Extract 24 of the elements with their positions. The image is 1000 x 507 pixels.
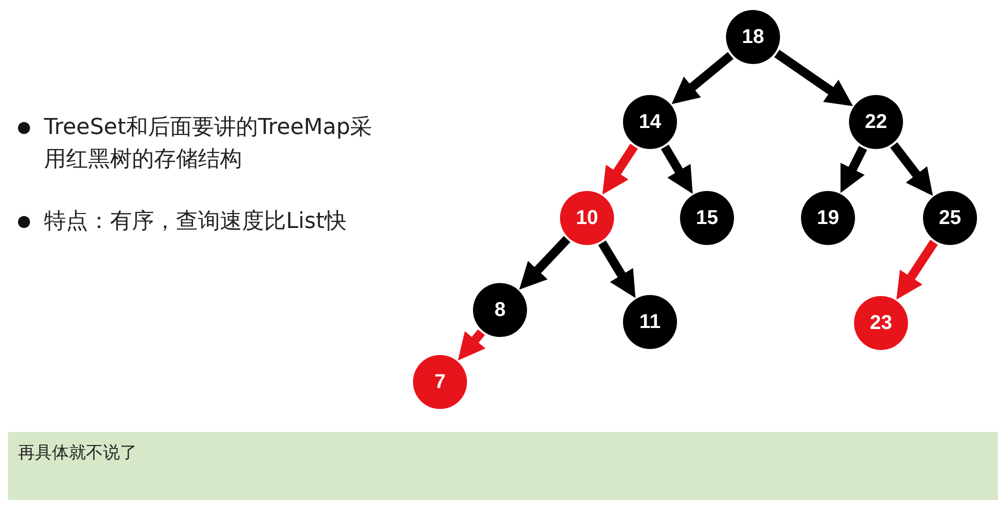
tree-node-circle: 15 xyxy=(680,191,734,245)
arrow xyxy=(519,236,570,290)
tree-node-circle: 18 xyxy=(726,10,780,64)
tree-node-circle: 7 xyxy=(413,355,467,409)
arrow xyxy=(602,144,638,195)
arrow xyxy=(840,146,868,193)
arrow xyxy=(774,50,853,106)
arrow xyxy=(458,329,486,360)
note-text: 再具体就不说了 xyxy=(18,443,137,463)
arrow xyxy=(896,240,938,300)
arrow xyxy=(672,52,734,104)
tree-node-circle: 19 xyxy=(801,191,855,245)
tree-node-circle: 23 xyxy=(854,296,908,350)
arrow xyxy=(598,240,636,298)
tree-node-circle: 11 xyxy=(623,295,677,349)
tree-node-circle: 10 xyxy=(560,191,614,245)
bullet-text: 特点：有序，查询速度比List快 xyxy=(44,208,346,236)
bullet-text: TreeSet和后面要讲的TreeMap采用红黑树的存储结构 xyxy=(44,114,374,174)
arrow xyxy=(660,144,693,194)
arrow xyxy=(890,142,933,196)
tree-node-circle: 14 xyxy=(623,95,677,149)
tree-node-circle: 25 xyxy=(923,191,977,245)
tree-node-circle: 8 xyxy=(473,283,527,337)
tree-node-circle: 22 xyxy=(849,95,903,149)
